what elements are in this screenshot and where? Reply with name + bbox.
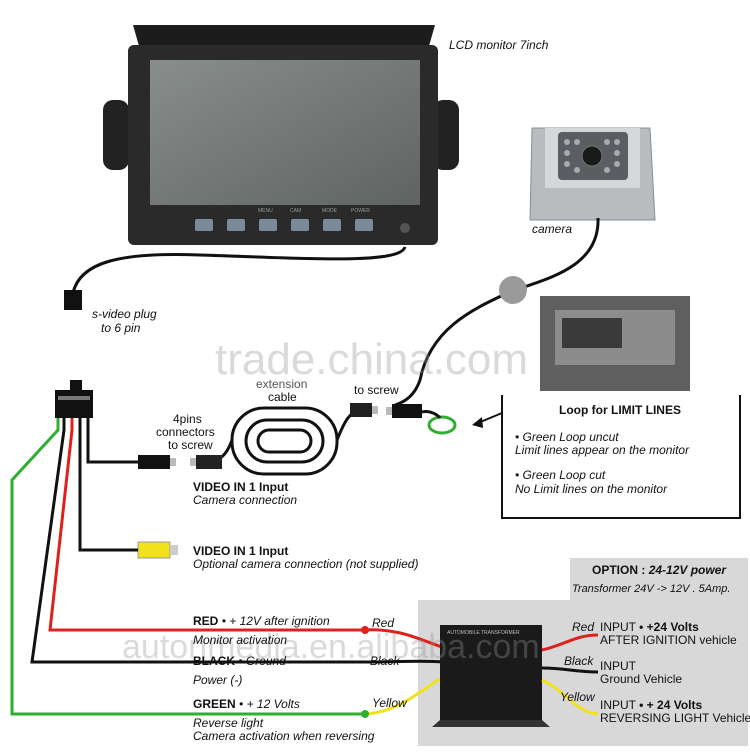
monitor-button-4 <box>291 219 309 231</box>
camera-lens <box>581 145 603 167</box>
video-in-connector-female <box>196 455 222 469</box>
lcd-monitor: MENU CAM MODE POWER <box>103 25 459 245</box>
loop-title: Loop for LIMIT LINES <box>559 403 681 417</box>
screw-label-upper: to screw <box>354 383 399 397</box>
video2-title: VIDEO IN 1 Input <box>193 544 289 558</box>
video1-subtitle: Camera connection <box>193 493 298 507</box>
video1-title: VIDEO IN 1 Input <box>193 480 289 494</box>
wire-black-ground <box>30 418 365 664</box>
transformer-box: AUTOMOBILE TRANSFORMER <box>432 625 550 727</box>
loop-uncut-2: Limit lines appear on the monitor <box>515 443 690 457</box>
red-wire-label: RED • + 12V after ignition <box>193 614 330 628</box>
option-input2-line2: Ground Vehicle <box>600 672 683 686</box>
loop-cut-1: • Green Loop cut <box>515 468 606 482</box>
red-wire-desc: • + 12V after ignition <box>221 614 330 628</box>
monitor-button-2 <box>227 219 245 231</box>
video2-subtitle: Optional camera connection (not supplied… <box>193 557 419 571</box>
monitor-button-5 <box>323 219 341 231</box>
ext-connector-male <box>392 404 422 418</box>
junction-block <box>55 390 93 418</box>
camera-cable <box>394 217 600 407</box>
monitor-btn-label-cam: CAM <box>290 208 301 214</box>
black-wire-label: BLACK • Ground <box>193 654 286 668</box>
black-wire-title: BLACK <box>193 654 235 668</box>
green-wire-label: GREEN • + 12 Volts <box>193 697 300 711</box>
monitor-screen-glare <box>150 60 420 205</box>
watermark-lower: autonmedia.en.alibaba.com <box>122 628 540 666</box>
option-yellow-tag: Yellow <box>560 690 595 704</box>
cable-grommet <box>499 276 527 304</box>
svideo-cable <box>71 246 407 294</box>
option-input1-word: INPUT <box>600 620 636 634</box>
extension-cable-coil <box>230 406 339 476</box>
monitor-btn-label-menu: MENU <box>258 208 273 214</box>
red-wire-sub: Monitor activation <box>193 633 288 647</box>
connectors-label-1: 4pins <box>173 412 202 426</box>
ext-connector-female <box>350 403 372 417</box>
camera-unit <box>529 127 656 221</box>
monitor-right-knob <box>433 100 459 170</box>
video-in-connector-male <box>138 455 170 469</box>
yellow-wire-tag: Yellow <box>372 696 407 710</box>
camera-label: camera <box>532 222 573 236</box>
svideo-label-2: to 6 pin <box>101 321 141 335</box>
wire-black-video1 <box>86 418 138 464</box>
green-wire-title: GREEN <box>193 697 236 711</box>
monitor-left-knob <box>103 100 129 170</box>
wire-green <box>10 418 365 716</box>
monitor-btn-label-mode: MODE <box>322 208 338 214</box>
extension-label-2: cable <box>268 390 297 404</box>
red-wire-tag: Red <box>372 616 395 630</box>
option-input3-line2: REVERSING LIGHT Vehicle <box>600 711 750 725</box>
wire-red <box>48 418 365 632</box>
svideo-plug <box>64 290 82 310</box>
green-limit-loop <box>427 415 457 435</box>
option-input1-volts: • +24 Volts <box>639 620 699 634</box>
optional-camera-rca <box>137 541 171 559</box>
option-title-prefix: OPTION : <box>592 563 646 577</box>
option-input3-line1: INPUT • + 24 Volts <box>600 698 702 712</box>
monitor-power-led <box>400 223 410 233</box>
black-wire-desc: • Ground <box>238 654 286 668</box>
option-input2-line1: INPUT <box>600 659 636 673</box>
option-input1-line1: INPUT • +24 Volts <box>600 620 699 634</box>
loop-cut-2: No Limit lines on the monitor <box>515 482 668 496</box>
monitor-btn-label-power: POWER <box>351 208 370 214</box>
svideo-label-1: s-video plug <box>92 307 157 321</box>
green-wire-sub-2: Camera activation when reversing <box>193 729 375 743</box>
watermark-main: trade.china.com <box>215 335 529 384</box>
green-wire-desc: • + 12 Volts <box>239 697 300 711</box>
option-title: OPTION : 24-12V power <box>592 563 726 577</box>
monitor-button-1 <box>195 219 213 231</box>
transformer-label: AUTOMOBILE TRANSFORMER <box>447 630 520 636</box>
black-wire-tag: Black <box>370 654 400 668</box>
option-title-value: 24-12V power <box>648 563 727 577</box>
monitor-label: LCD monitor 7inch <box>449 38 549 52</box>
monitor-button-3 <box>259 219 277 231</box>
connectors-label-2: connectors <box>156 425 215 439</box>
option-black-tag: Black <box>564 654 594 668</box>
option-input3-word: INPUT <box>600 698 636 712</box>
option-header <box>570 558 748 602</box>
option-input1-line2: AFTER IGNITION vehicle <box>600 633 737 647</box>
option-subtitle: Transformer 24V -> 12V . 5Amp. <box>572 583 731 595</box>
monitor-button-6 <box>355 219 373 231</box>
wire-black-video2 <box>78 418 138 552</box>
green-wire-sub-1: Reverse light <box>193 716 264 730</box>
option-red-tag: Red <box>572 620 595 634</box>
connectors-label-3: to screw <box>168 438 213 452</box>
option-input3-volts: • + 24 Volts <box>639 698 703 712</box>
extension-label-1: extension <box>256 377 308 391</box>
black-wire-sub: Power (-) <box>193 673 243 687</box>
loop-box-outline <box>501 395 741 519</box>
red-wire-title: RED <box>193 614 219 628</box>
loop-uncut-1: • Green Loop uncut <box>515 430 619 444</box>
